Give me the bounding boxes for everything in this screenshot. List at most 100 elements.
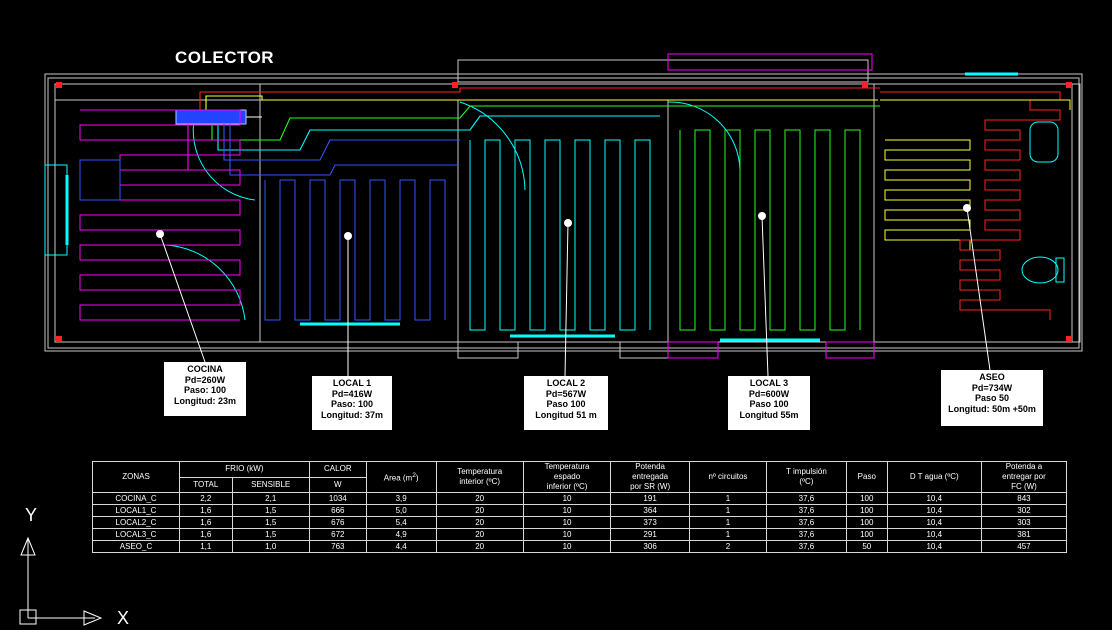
zone-tag-line: Longitud: 23m [174, 395, 236, 406]
cell-dt: 10,4 [886, 528, 982, 541]
cell-tinf: 10 [522, 492, 612, 505]
zone-tag-cocina[interactable]: COCINA Pd=260W Paso: 100 Longitud: 23m [164, 362, 246, 416]
cell-dt: 10,4 [886, 504, 982, 517]
zone-tag-line: ASEO [979, 372, 1005, 382]
cell-sensible: 2,1 [231, 492, 310, 505]
cell-zona: LOCAL3_C [92, 528, 180, 541]
cell-sensible: 1,5 [231, 528, 310, 541]
heating-loops [79, 91, 1071, 331]
zones-table[interactable]: ZONAS FRIO (kW) CALOR Area (m2) Temperat… [92, 461, 1068, 553]
zone-tag-line: Longitud 55m [739, 409, 799, 420]
zone-tag-line: Longitud: 50m +50m [948, 403, 1036, 414]
cell-tint: 20 [435, 492, 524, 505]
cell-paso: 100 [845, 528, 888, 541]
zone-tag-local1[interactable]: LOCAL 1 Pd=416W Paso: 100 Longitud: 37m [312, 376, 392, 430]
cell-paso: 100 [845, 492, 888, 505]
header-frio-total: TOTAL [179, 476, 233, 493]
cell-zona: LOCAL2_C [92, 516, 180, 529]
table-row[interactable]: LOCAL3_C 1,6 1,5 672 4,9 20 10 291 1 37,… [92, 528, 1068, 541]
table-row[interactable]: LOCAL2_C 1,6 1,5 676 5,4 20 10 373 1 37,… [92, 516, 1068, 529]
cell-calor: 672 [308, 528, 367, 541]
ucs-y-label: Y [25, 505, 38, 525]
zone-tag-line: Pd=600W [748, 388, 790, 399]
cell-zona: LOCAL1_C [92, 504, 180, 517]
cell-psr: 291 [610, 528, 690, 541]
table-row[interactable]: ASEO_C 1,1 1,0 763 4,4 20 10 306 2 37,6 … [92, 540, 1068, 553]
cell-circ: 1 [688, 492, 767, 505]
cell-psr: 364 [610, 504, 690, 517]
ucs-x-label: X [117, 608, 130, 628]
header-calor-unit: W [308, 476, 367, 493]
cell-tinf: 10 [522, 504, 612, 517]
cell-total: 1,6 [179, 528, 233, 541]
collector-manifold [175, 109, 262, 125]
zone-tag-line: Paso 100 [749, 399, 789, 409]
header-frio-sensible: SENSIBLE [231, 476, 310, 493]
cell-tint: 20 [435, 504, 524, 517]
header-dt-agua: D T agua (ºC) [886, 461, 982, 493]
cell-pfc: 457 [980, 540, 1068, 553]
cell-timp: 37,6 [765, 528, 847, 541]
cell-timp: 37,6 [765, 516, 847, 529]
cell-area: 4,4 [365, 540, 437, 553]
cell-dt: 10,4 [886, 492, 982, 505]
kitchen-fixture [79, 159, 121, 201]
cell-area: 5,4 [365, 516, 437, 529]
cell-calor: 666 [308, 504, 367, 517]
leader-lines [159, 207, 991, 377]
zone-tag-line: LOCAL 2 [546, 378, 586, 388]
cell-calor: 1034 [308, 492, 367, 505]
header-circuitos: nº circuitos [688, 461, 767, 493]
cell-calor: 676 [308, 516, 367, 529]
cell-calor: 763 [308, 540, 367, 553]
zone-tag-line: Pd=567W [545, 388, 587, 399]
cell-timp: 37,6 [765, 540, 847, 553]
cell-paso: 50 [845, 540, 888, 553]
openings [65, 72, 1018, 342]
ucs-icon [19, 536, 103, 626]
cell-paso: 100 [845, 516, 888, 529]
zone-tag-line: Longitud 51 m [535, 409, 597, 420]
header-paso: Paso [845, 461, 888, 493]
cell-tinf: 10 [522, 540, 612, 553]
table-row[interactable]: COCINA_C 2,2 2,1 1034 3,9 20 10 191 1 37… [92, 492, 1068, 505]
header-frio: FRIO (kW) [179, 461, 310, 478]
zone-tag-local3[interactable]: LOCAL 3 Pd=600W Paso 100 Longitud 55m [728, 376, 810, 430]
wall-markers [56, 82, 1072, 342]
header-calor: CALOR [308, 461, 367, 478]
cell-area: 4,9 [365, 528, 437, 541]
cell-dt: 10,4 [886, 516, 982, 529]
zone-tag-local2[interactable]: LOCAL 2 Pd=567W Paso 100 Longitud 51 m [524, 376, 608, 430]
cell-zona: COCINA_C [92, 492, 180, 505]
cell-circ: 1 [688, 528, 767, 541]
zone-tag-line: LOCAL 3 [749, 378, 789, 388]
zone-tag-line: Longitud: 37m [321, 409, 383, 420]
header-t-impulsion: T impulsión(ºC) [765, 461, 847, 493]
cell-sensible: 1,5 [231, 516, 310, 529]
cell-circ: 1 [688, 504, 767, 517]
cell-tint: 20 [435, 528, 524, 541]
zone-tag-aseo[interactable]: ASEO Pd=734W Paso 50 Longitud: 50m +50m [941, 370, 1043, 426]
cell-sensible: 1,0 [231, 540, 310, 553]
cell-pfc: 303 [980, 516, 1068, 529]
bathroom-fixtures [1021, 121, 1065, 284]
cell-timp: 37,6 [765, 504, 847, 517]
cell-tint: 20 [435, 516, 524, 529]
zone-tag-line: Pd=416W [331, 388, 373, 399]
cell-area: 3,9 [365, 492, 437, 505]
cell-paso: 100 [845, 504, 888, 517]
cell-psr: 191 [610, 492, 690, 505]
zone-markers [156, 204, 971, 240]
cell-total: 1,6 [179, 504, 233, 517]
header-zonas: ZONAS [92, 461, 180, 493]
table-row[interactable]: LOCAL1_C 1,6 1,5 666 5,0 20 10 364 1 37,… [92, 504, 1068, 517]
cell-pfc: 381 [980, 528, 1068, 541]
cell-dt: 10,4 [886, 540, 982, 553]
zone-tag-line: Paso 50 [974, 393, 1010, 403]
cell-total: 1,1 [179, 540, 233, 553]
